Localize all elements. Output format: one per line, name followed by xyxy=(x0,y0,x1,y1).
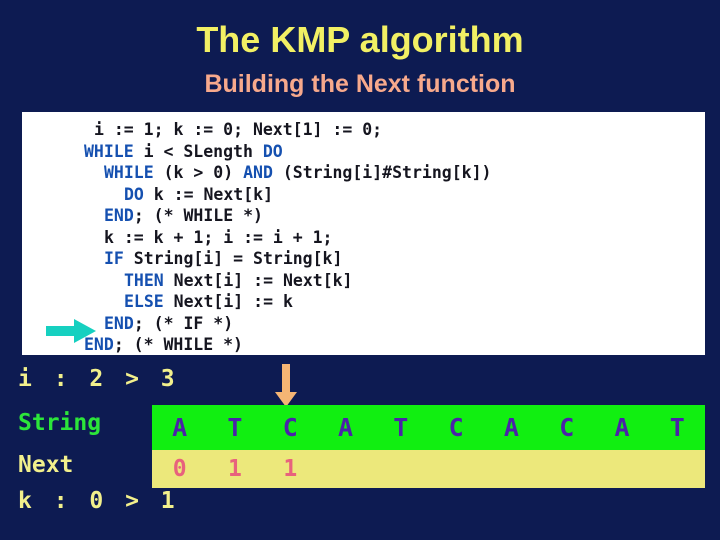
right-arrow-icon xyxy=(46,319,96,343)
code-text: ; (* IF *) xyxy=(133,313,234,333)
code-keyword: IF xyxy=(104,249,124,268)
code-text: Next[i] := Next[k] xyxy=(163,270,353,290)
code-line: i := 1; k := 0; Next[1] := 0; xyxy=(22,119,705,141)
code-keyword: ELSE xyxy=(124,292,164,311)
code-text: ; (* WHILE *) xyxy=(133,206,263,225)
string-row-label: String xyxy=(18,410,102,436)
string-cell: T xyxy=(669,413,685,442)
code-text: Next[i] := k xyxy=(163,292,293,311)
code-line: WHILE i < SLength DO xyxy=(22,141,705,163)
string-cell: A xyxy=(614,413,630,442)
code-text: (String[i]#String[k]) xyxy=(272,163,492,182)
next-cell: 1 xyxy=(283,455,298,482)
code-line: DO k := Next[k] xyxy=(22,184,705,206)
code-text: (k > 0) xyxy=(153,163,244,182)
code-text: ; (* WHILE *) xyxy=(113,335,243,354)
code-listing: i := 1; k := 0; Next[1] := 0; WHILE i < S… xyxy=(22,119,705,355)
code-keyword: DO xyxy=(124,184,144,204)
string-cell: A xyxy=(338,413,354,442)
code-text: i := 1; k := 0; Next[1] := 0; xyxy=(94,120,383,139)
code-keyword: END xyxy=(104,313,134,333)
code-keyword: WHILE xyxy=(84,141,134,161)
i-trace-line: i : 2 > 3 xyxy=(18,366,179,392)
next-cell: 0 xyxy=(172,455,187,482)
code-line: IF String[i] = String[k] xyxy=(22,248,705,270)
code-line: END; (* WHILE *) xyxy=(22,205,705,227)
k-trace-line: k : 0 > 1 xyxy=(18,488,179,514)
code-keyword: END xyxy=(84,335,114,354)
code-line: WHILE (k > 0) AND (String[i]#String[k]) xyxy=(22,162,705,184)
page-subtitle: Building the Next function xyxy=(204,70,516,98)
next-row-band: 0 1 1 xyxy=(152,450,705,488)
code-panel: i := 1; k := 0; Next[1] := 0; WHILE i < S… xyxy=(22,112,705,355)
code-text: k := Next[k] xyxy=(143,184,274,204)
down-arrow-icon xyxy=(275,364,297,407)
string-cell: T xyxy=(393,413,409,442)
string-cell: A xyxy=(172,413,188,442)
code-line: END; (* IF *) xyxy=(22,313,705,335)
code-keyword: THEN xyxy=(124,270,164,290)
code-line: THEN Next[i] := Next[k] xyxy=(22,270,705,292)
code-text: i < SLength xyxy=(133,141,263,161)
code-keyword: END xyxy=(104,206,134,225)
code-keyword: WHILE xyxy=(104,163,154,182)
next-cell: 1 xyxy=(228,455,242,482)
string-cell: C xyxy=(559,413,575,442)
code-keyword: DO xyxy=(262,141,283,161)
string-cell: C xyxy=(448,413,464,442)
string-cell: T xyxy=(227,413,243,442)
code-text: k := k + 1; i := i + 1; xyxy=(104,227,333,247)
code-text: String[i] = String[k] xyxy=(123,249,343,268)
code-line: END; (* WHILE *) xyxy=(22,334,705,355)
code-keyword: AND xyxy=(243,163,273,182)
page-title: The KMP algorithm xyxy=(196,19,524,60)
code-line: ELSE Next[i] := k xyxy=(22,291,705,313)
string-cell: A xyxy=(503,413,519,442)
next-row-label: Next xyxy=(18,452,74,478)
string-cell: C xyxy=(282,413,298,442)
code-line: k := k + 1; i := i + 1; xyxy=(22,227,705,249)
